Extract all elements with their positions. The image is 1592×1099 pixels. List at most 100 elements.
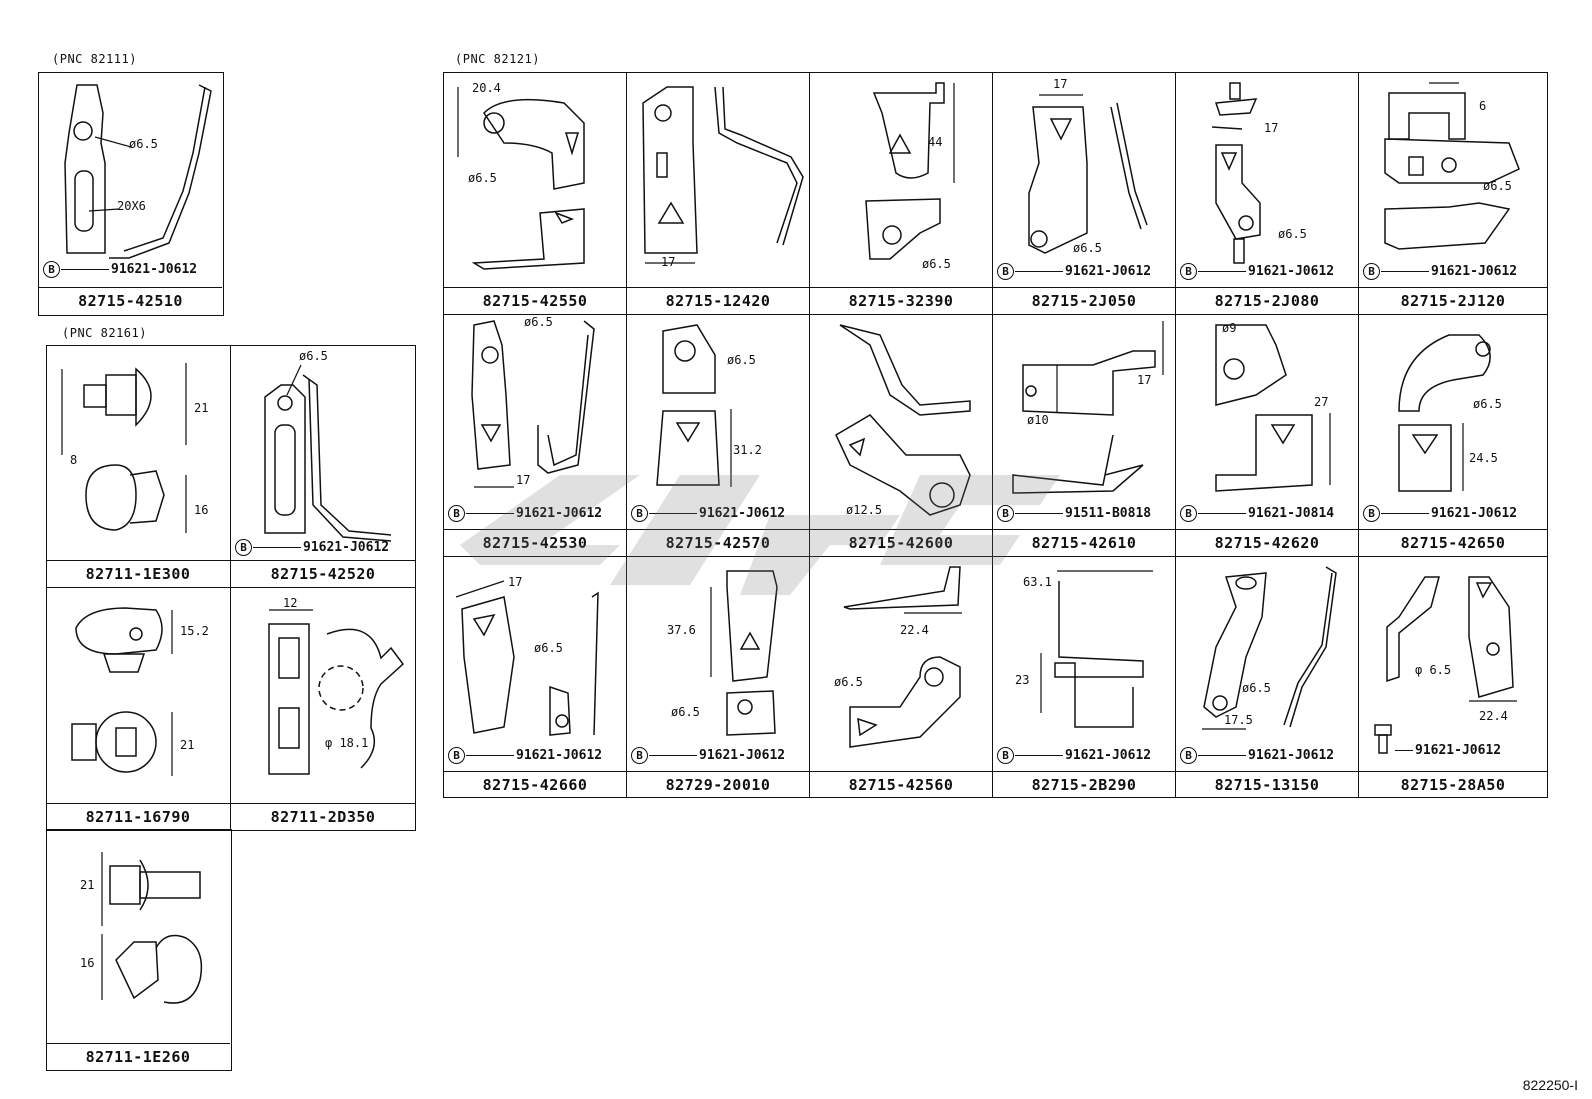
part-cell-82711-1E260[interactable]: 21 16 82711-1E260 bbox=[46, 830, 230, 1070]
bracket-drawing bbox=[1384, 82, 1520, 250]
part-cell-82711-2D350[interactable]: 12 φ 18.1 82711-2D350 bbox=[231, 588, 415, 830]
pnc-82111-label: (PNC 82111) bbox=[52, 52, 137, 66]
bolt-part-number: 91621-J0612 bbox=[1415, 743, 1502, 758]
dim-length: 17.5 bbox=[1224, 713, 1253, 727]
table-pnc-82121 bbox=[443, 72, 1548, 798]
part-number: 82715-42620 bbox=[1176, 529, 1358, 556]
dim-hole: ø6.5 bbox=[922, 257, 951, 271]
part-number: 82715-42650 bbox=[1359, 529, 1547, 556]
dim-hole: ø6.5 bbox=[834, 675, 863, 689]
bracket-drawing bbox=[471, 320, 595, 488]
dim-hole: ø6.5 bbox=[524, 315, 553, 329]
part-number: 82715-2J050 bbox=[993, 287, 1175, 314]
dim-width: 12 bbox=[283, 596, 298, 610]
dim-offset: 8 bbox=[70, 453, 78, 467]
dim-height: 21 bbox=[180, 738, 195, 752]
table-pnc-82161-extension bbox=[46, 829, 232, 1071]
part-number: 82715-12420 bbox=[627, 287, 809, 314]
bolt-callout: 91621-J0612 bbox=[1395, 743, 1501, 758]
part-number: 82715-42560 bbox=[810, 771, 992, 798]
dim-width: 17 bbox=[1053, 77, 1068, 91]
part-number: 82715-28A50 bbox=[1359, 771, 1547, 798]
bracket-drawing bbox=[1398, 334, 1491, 492]
dim-hole: ø6.5 bbox=[1483, 179, 1512, 193]
bolt-callout: B 91621-J0612 bbox=[235, 539, 389, 556]
dim-length: 20.4 bbox=[472, 81, 501, 95]
bolt-part-number: 91621-J0612 bbox=[1065, 264, 1152, 279]
part-cell-82711-16790[interactable]: 15.2 21 82711-16790 bbox=[46, 588, 230, 830]
part-number: 82711-16790 bbox=[46, 803, 230, 830]
dim-height: 21 bbox=[80, 878, 95, 892]
bolt-part-number: 91621-J0612 bbox=[699, 506, 786, 521]
part-cell-82715-42610[interactable]: ø10 17 B 91511-B0818 82715-42610 bbox=[993, 315, 1175, 556]
pnc-82121-label: (PNC 82121) bbox=[455, 52, 540, 66]
clip-drawing bbox=[61, 363, 187, 533]
bolt-part-number: 91511-B0818 bbox=[1065, 506, 1152, 521]
part-cell-82715-32390[interactable]: 44 ø6.5 82715-32390 bbox=[810, 73, 992, 314]
dim-hole: ø10 bbox=[1027, 413, 1049, 427]
bolt-part-number: 91621-J0612 bbox=[111, 262, 198, 277]
bolt-marker-icon: B bbox=[448, 505, 465, 522]
dim-diameter: φ 18.1 bbox=[325, 736, 369, 750]
bracket-drawing bbox=[1211, 82, 1261, 264]
part-cell-82711-1E300[interactable]: 21 8 16 82711-1E300 bbox=[46, 345, 230, 587]
bolt-part-number: 91621-J0612 bbox=[303, 540, 390, 555]
bolt-callout: B 91511-B0818 bbox=[997, 505, 1151, 522]
part-cell-82715-28A50[interactable]: φ 6.5 22.4 91621-J0612 82715-28A50 bbox=[1359, 557, 1547, 798]
part-number: 82715-42600 bbox=[810, 529, 992, 556]
part-number: 82715-2J080 bbox=[1176, 287, 1358, 314]
bracket-drawing bbox=[455, 580, 599, 736]
dim-width: 17 bbox=[508, 575, 523, 589]
dim-hole: ø6.5 bbox=[534, 641, 563, 655]
part-number: 82715-42570 bbox=[627, 529, 809, 556]
part-number: 82715-42610 bbox=[993, 529, 1175, 556]
pnc-82161-label: (PNC 82161) bbox=[62, 326, 147, 340]
part-number: 82715-2B290 bbox=[993, 771, 1175, 798]
clip-drawing bbox=[71, 607, 173, 776]
part-cell-82715-42600[interactable]: ø12.5 82715-42600 bbox=[810, 315, 992, 556]
dim-hole: ø6.5 bbox=[129, 137, 158, 151]
dim-height: 17 bbox=[1137, 373, 1152, 387]
dim-height: 44 bbox=[928, 135, 943, 149]
bracket-drawing bbox=[865, 82, 955, 260]
bracket-drawing bbox=[1012, 321, 1164, 494]
bracket-drawing bbox=[457, 87, 585, 270]
watermark-logo-icon bbox=[460, 475, 1060, 595]
dim-hole: ø6.5 bbox=[727, 353, 756, 367]
bolt-marker-icon: B bbox=[1363, 263, 1380, 280]
bolt-marker-icon: B bbox=[997, 505, 1014, 522]
bolt-marker-icon: B bbox=[235, 539, 252, 556]
part-cell-82715-12420[interactable]: 17 82715-12420 bbox=[627, 73, 809, 314]
bracket-drawing bbox=[656, 324, 732, 487]
bracket-drawing bbox=[264, 364, 392, 542]
part-number: 82715-42550 bbox=[444, 287, 626, 314]
dim-width: 22.4 bbox=[900, 623, 929, 637]
part-number: 82715-32390 bbox=[810, 287, 992, 314]
dim-gap: 6 bbox=[1479, 99, 1487, 113]
bolt-marker-icon: B bbox=[448, 747, 465, 764]
clip-drawing bbox=[268, 609, 405, 775]
bolt-marker-icon: B bbox=[631, 747, 648, 764]
dim-width: 17 bbox=[1264, 121, 1279, 135]
part-cell-82715-42560[interactable]: 22.4 ø6.5 82715-42560 bbox=[810, 557, 992, 798]
part-cell-82715-42550[interactable]: 20.4 ø6.5 82715-42550 bbox=[444, 73, 626, 314]
part-number: 82715-2J120 bbox=[1359, 287, 1547, 314]
